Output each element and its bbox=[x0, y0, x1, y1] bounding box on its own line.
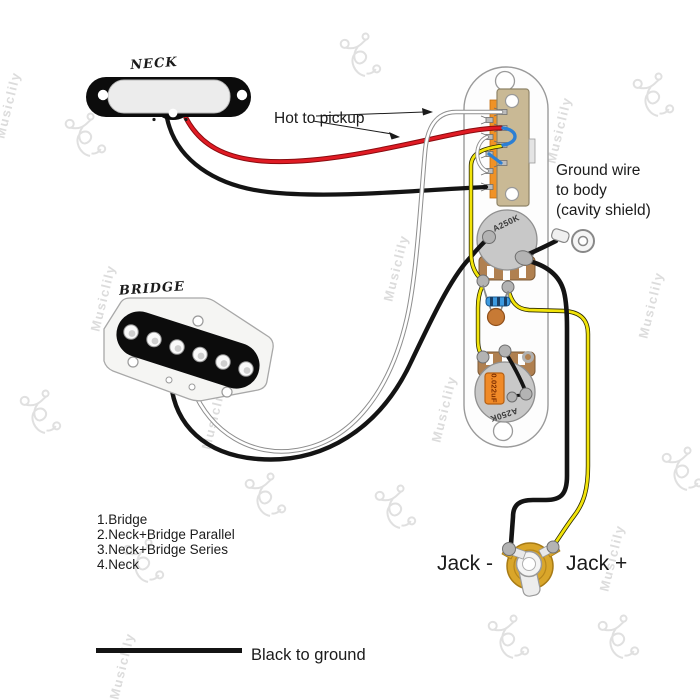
ground-wire-note-line2: to body bbox=[556, 182, 607, 199]
ground-wire-note: Ground wire to body (cavity shield) bbox=[556, 161, 651, 221]
switch-position-2: 2.Neck+Bridge Parallel bbox=[97, 527, 235, 542]
bridge-ground-wire bbox=[168, 235, 492, 462]
neck-ground-wire bbox=[164, 115, 489, 197]
tone-capacitor bbox=[484, 372, 505, 405]
neck-pickup bbox=[86, 77, 251, 122]
switch-position-4: 4.Neck bbox=[97, 557, 140, 572]
ground-wire-note-line1: Ground wire bbox=[556, 162, 641, 179]
switch-position-list: 1.Bridge 2.Neck+Bridge Parallel 3.Neck+B… bbox=[97, 512, 235, 572]
jack-minus-label: Jack - bbox=[437, 552, 494, 575]
black-to-ground-label: Black to ground bbox=[251, 646, 366, 664]
solder-joints bbox=[476, 230, 534, 403]
switch-position-1: 1.Bridge bbox=[97, 512, 148, 527]
legend-black-wire bbox=[96, 648, 242, 653]
jack-positive-lug bbox=[546, 540, 560, 554]
ground-wire-note-line3: (cavity shield) bbox=[556, 202, 651, 219]
switch-position-3: 3.Neck+Bridge Series bbox=[97, 542, 228, 557]
blue-jumper-wire bbox=[501, 126, 517, 147]
jack-ground-wire bbox=[508, 257, 570, 547]
tone-capacitor-value-label: 0.022uF bbox=[489, 373, 499, 403]
empty-lug-hole bbox=[522, 351, 534, 363]
output-jack bbox=[501, 540, 561, 597]
blue-jumper-wire-2 bbox=[487, 152, 503, 165]
hot-to-pickup-label: Hot to pickup bbox=[274, 110, 365, 127]
annotation-arrows bbox=[312, 108, 433, 140]
ring-terminal bbox=[550, 228, 595, 253]
disc-capacitor bbox=[486, 307, 506, 327]
bridge-pickup bbox=[103, 297, 274, 402]
jack-plus-label: Jack + bbox=[566, 552, 628, 575]
pole-pieces bbox=[123, 324, 254, 377]
treble-bleed-circuit bbox=[482, 284, 511, 327]
jack-negative-lug bbox=[502, 542, 516, 556]
